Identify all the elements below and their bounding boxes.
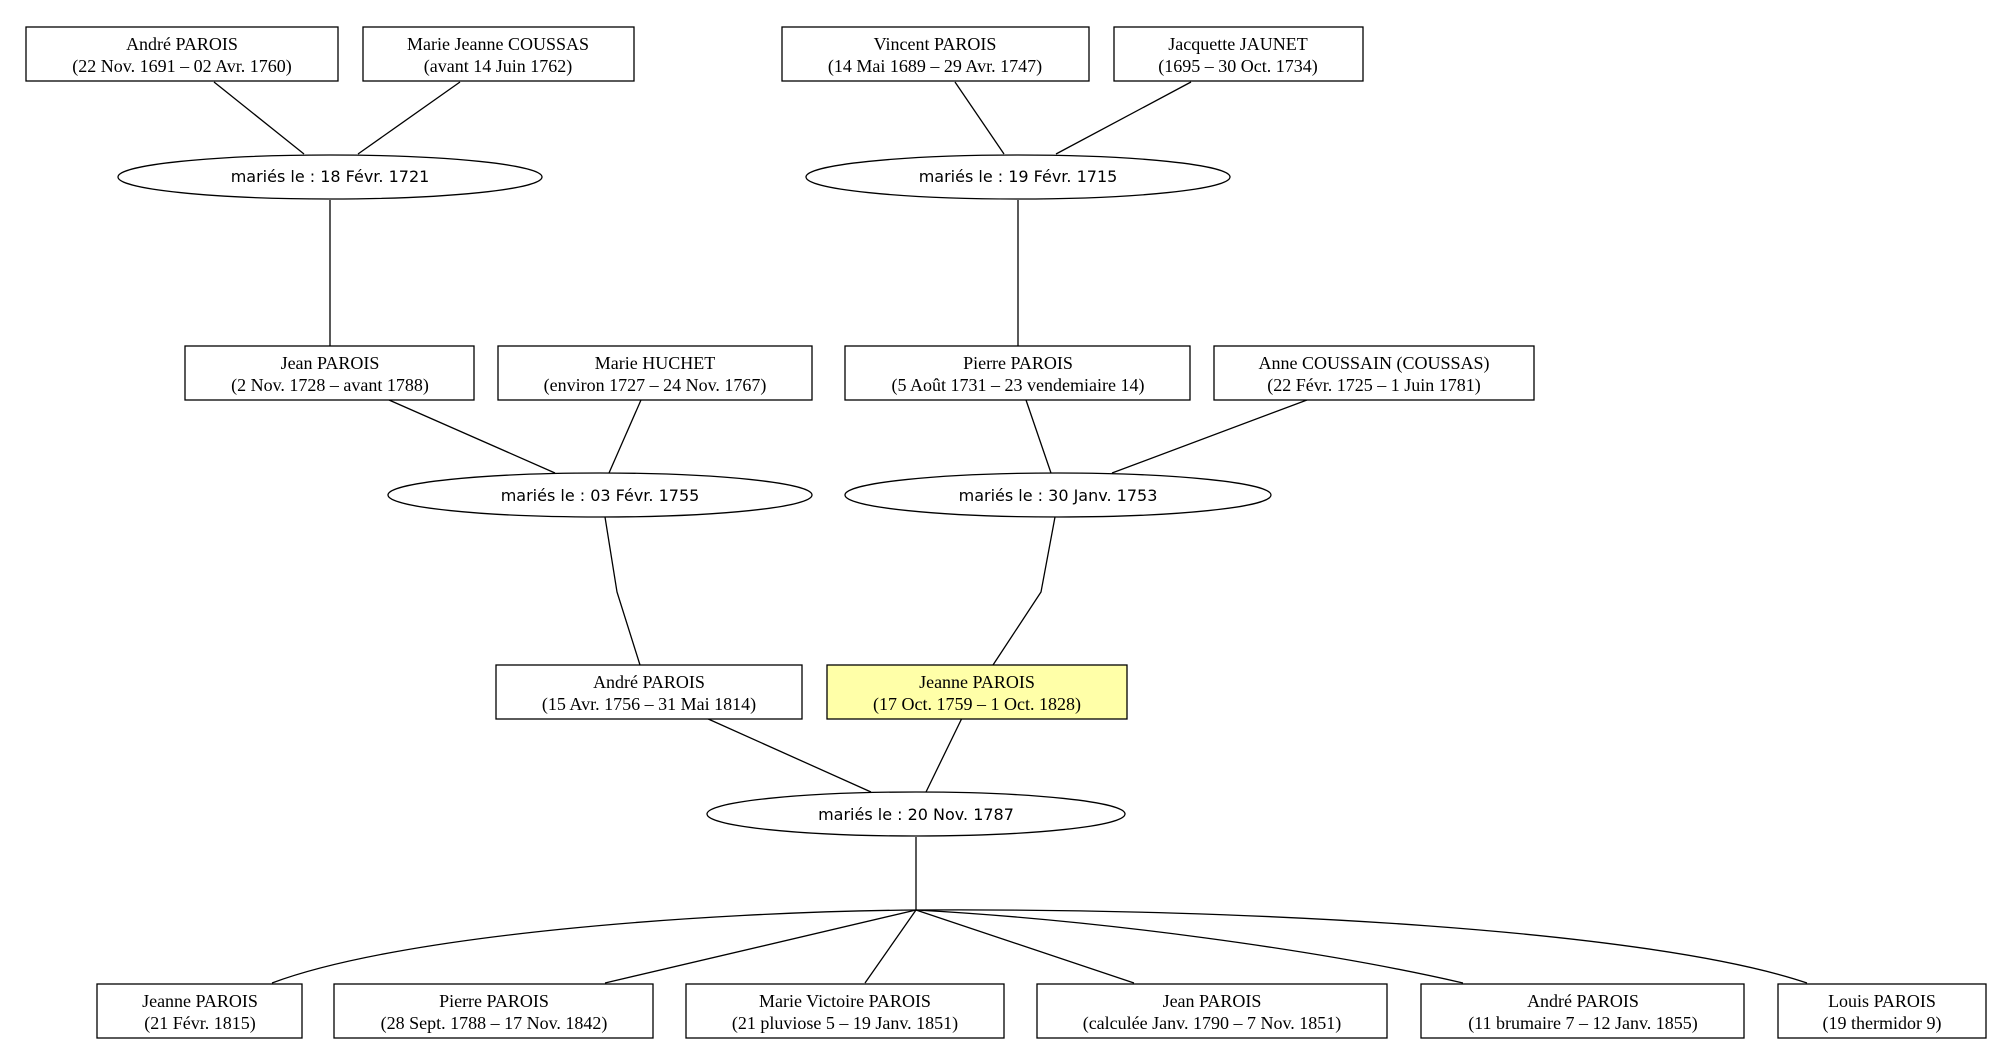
edge-hub-c6 — [915, 909, 1808, 984]
person-dates: (5 Août 1731 – 23 vendemiaire 14) — [892, 375, 1145, 396]
person-jeanne-parois-1759[interactable]: Jeanne PAROIS (17 Oct. 1759 – 1 Oct. 182… — [826, 664, 1128, 720]
person-box — [1113, 26, 1364, 82]
person-dates: (22 Févr. 1725 – 1 Juin 1781) — [1267, 375, 1481, 396]
person-box — [25, 26, 339, 82]
person-name: Pierre PAROIS — [963, 353, 1073, 373]
marriage-ellipse — [844, 472, 1272, 518]
edge-p6-m3 — [608, 399, 642, 474]
person-dates: (21 Févr. 1815) — [144, 1013, 256, 1034]
edge-p8-m4 — [1111, 399, 1308, 474]
person-dates: (14 Mai 1689 – 29 Avr. 1747) — [828, 56, 1042, 77]
edge-p2-m1 — [357, 81, 461, 155]
edge-hub-c4 — [915, 909, 1135, 984]
edge-p4-m2 — [1055, 81, 1192, 155]
marriage-label: mariés le : 30 Janv. 1753 — [959, 486, 1158, 505]
edge-p3-m2 — [954, 81, 1005, 155]
marriage-label: mariés le : 20 Nov. 1787 — [818, 805, 1014, 824]
child-jean-parois-1790[interactable]: Jean PAROIS (calculée Janv. 1790 – 7 Nov… — [1036, 983, 1388, 1039]
edge-p9-m5 — [705, 717, 872, 793]
person-name: André PAROIS — [593, 672, 705, 692]
person-box — [781, 26, 1090, 82]
marriage-1755[interactable]: mariés le : 03 Févr. 1755 — [387, 472, 813, 518]
marriage-1715[interactable]: mariés le : 19 Févr. 1715 — [805, 154, 1231, 200]
person-dates: (2 Nov. 1728 – avant 1788) — [231, 375, 429, 396]
marriage-1753[interactable]: mariés le : 30 Janv. 1753 — [844, 472, 1272, 518]
child-louis-parois[interactable]: Louis PAROIS (19 thermidor 9) — [1777, 983, 1987, 1039]
person-dates: (19 thermidor 9) — [1823, 1013, 1942, 1034]
person-marie-huchet[interactable]: Marie HUCHET (environ 1727 – 24 Nov. 176… — [497, 345, 813, 401]
person-name: Jean PAROIS — [1163, 991, 1262, 1011]
marriage-label: mariés le : 19 Févr. 1715 — [919, 167, 1118, 186]
child-jeanne-parois-1815[interactable]: Jeanne PAROIS (21 Févr. 1815) — [96, 983, 303, 1039]
marriage-label: mariés le : 18 Févr. 1721 — [231, 167, 430, 186]
person-box — [333, 983, 654, 1039]
person-dates: (environ 1727 – 24 Nov. 1767) — [544, 375, 767, 396]
person-name: Jeanne PAROIS — [142, 991, 258, 1011]
child-andre-parois-brumaire[interactable]: André PAROIS (11 brumaire 7 – 12 Janv. 1… — [1420, 983, 1745, 1039]
marriage-ellipse — [706, 791, 1126, 837]
edge-hub-c2 — [604, 909, 917, 984]
person-box — [1777, 983, 1987, 1039]
edge-m4-p10 — [992, 516, 1056, 666]
person-andre-parois-1756[interactable]: André PAROIS (15 Avr. 1756 – 31 Mai 1814… — [495, 664, 803, 720]
edge-p7-m4 — [1025, 399, 1052, 474]
person-box-highlighted — [826, 664, 1128, 720]
person-box — [685, 983, 1005, 1039]
person-jean-parois-1728[interactable]: Jean PAROIS (2 Nov. 1728 – avant 1788) — [184, 345, 475, 401]
marriage-1787[interactable]: mariés le : 20 Nov. 1787 — [706, 791, 1126, 837]
person-name: Vincent PAROIS — [874, 34, 997, 54]
person-jacquette-jaunet[interactable]: Jacquette JAUNET (1695 – 30 Oct. 1734) — [1113, 26, 1364, 82]
person-box — [844, 345, 1191, 401]
person-name: Pierre PAROIS — [439, 991, 549, 1011]
marriage-label: mariés le : 03 Févr. 1755 — [501, 486, 700, 505]
child-pierre-parois-1788[interactable]: Pierre PAROIS (28 Sept. 1788 – 17 Nov. 1… — [333, 983, 654, 1039]
person-name: Jean PAROIS — [281, 353, 380, 373]
edge-hub-c1 — [271, 909, 917, 984]
child-marie-victoire-parois[interactable]: Marie Victoire PAROIS (21 pluviose 5 – 1… — [685, 983, 1005, 1039]
person-box — [1213, 345, 1535, 401]
person-name: Marie HUCHET — [595, 353, 715, 373]
person-pierre-parois-1731[interactable]: Pierre PAROIS (5 Août 1731 – 23 vendemia… — [844, 345, 1191, 401]
person-dates: (28 Sept. 1788 – 17 Nov. 1842) — [381, 1013, 608, 1034]
person-name: Marie Victoire PAROIS — [759, 991, 931, 1011]
person-box — [362, 26, 635, 82]
person-marie-jeanne-coussas[interactable]: Marie Jeanne COUSSAS (avant 14 Juin 1762… — [362, 26, 635, 82]
person-name: Jeanne PAROIS — [919, 672, 1035, 692]
edges — [213, 81, 1808, 984]
marriage-ellipse — [387, 472, 813, 518]
person-box — [495, 664, 803, 720]
edge-p5-m3 — [388, 399, 556, 474]
person-name: André PAROIS — [1527, 991, 1639, 1011]
person-andre-parois-1691[interactable]: André PAROIS (22 Nov. 1691 – 02 Avr. 176… — [25, 26, 339, 82]
marriage-ellipse — [117, 154, 543, 200]
person-box — [184, 345, 475, 401]
person-name: Marie Jeanne COUSSAS — [407, 34, 589, 54]
edge-m3-p9 — [604, 516, 641, 666]
person-dates: (21 pluviose 5 – 19 Janv. 1851) — [732, 1013, 958, 1034]
person-dates: (17 Oct. 1759 – 1 Oct. 1828) — [873, 694, 1081, 715]
person-box — [96, 983, 303, 1039]
person-dates: (22 Nov. 1691 – 02 Avr. 1760) — [72, 56, 292, 77]
person-dates: (1695 – 30 Oct. 1734) — [1158, 56, 1317, 77]
marriage-1721[interactable]: mariés le : 18 Févr. 1721 — [117, 154, 543, 200]
person-dates: (calculée Janv. 1790 – 7 Nov. 1851) — [1083, 1013, 1342, 1034]
marriage-ellipse — [805, 154, 1231, 200]
person-name: André PAROIS — [126, 34, 238, 54]
person-anne-coussain[interactable]: Anne COUSSAIN (COUSSAS) (22 Févr. 1725 –… — [1213, 345, 1535, 401]
edge-hub-c5 — [915, 909, 1464, 984]
person-name: Louis PAROIS — [1828, 991, 1936, 1011]
person-dates: (avant 14 Juin 1762) — [424, 56, 572, 77]
person-vincent-parois[interactable]: Vincent PAROIS (14 Mai 1689 – 29 Avr. 17… — [781, 26, 1090, 82]
edge-hub-c3 — [864, 909, 917, 984]
person-box — [1036, 983, 1388, 1039]
person-box — [1420, 983, 1745, 1039]
person-name: Jacquette JAUNET — [1168, 34, 1307, 54]
person-name: Anne COUSSAIN (COUSSAS) — [1258, 353, 1489, 374]
edge-p1-m1 — [213, 81, 305, 155]
person-box — [497, 345, 813, 401]
person-dates: (11 brumaire 7 – 12 Janv. 1855) — [1468, 1013, 1698, 1034]
person-dates: (15 Avr. 1756 – 31 Mai 1814) — [542, 694, 756, 715]
edge-p10-m5 — [925, 717, 963, 793]
